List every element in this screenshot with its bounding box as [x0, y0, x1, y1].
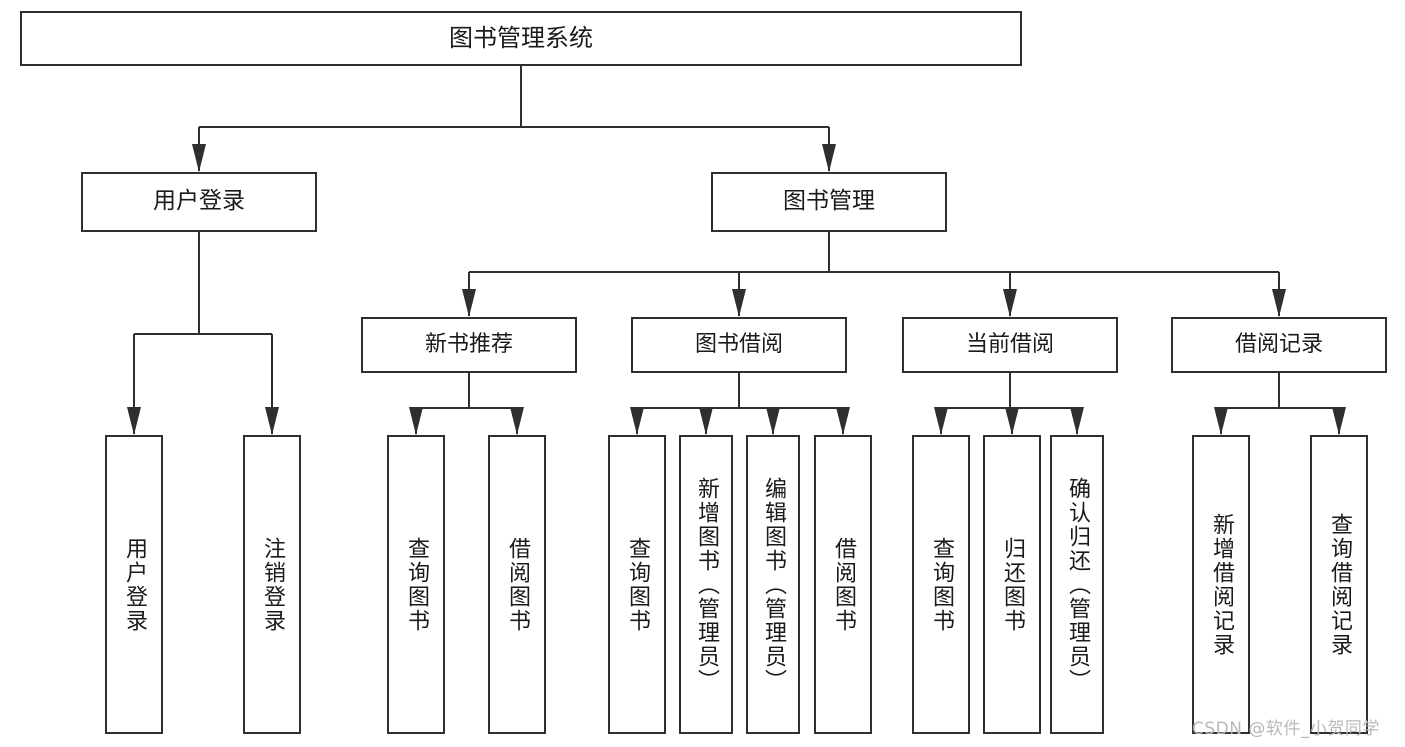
node-user-login: 用户登录 — [81, 172, 317, 232]
node-leaf-rec-query: 查询图书 — [387, 435, 445, 734]
node-label-user-login: 用户登录 — [153, 188, 245, 215]
node-label-book-borrow: 图书借阅 — [694, 332, 783, 358]
node-label-leaf-cb-confirm: 确认归还（管理员） — [1064, 476, 1090, 693]
node-leaf-user-logout: 注销登录 — [243, 435, 301, 734]
node-label-current-borrow: 当前借阅 — [965, 332, 1054, 358]
node-label-root: 图书管理系统 — [449, 24, 593, 53]
node-borrow-record: 借阅记录 — [1171, 317, 1387, 373]
node-leaf-cb-return: 归还图书 — [983, 435, 1041, 734]
node-label-leaf-bb-borrow: 借阅图书 — [830, 536, 856, 633]
node-label-leaf-rec-borrow: 借阅图书 — [504, 536, 530, 633]
node-label-book-manage: 图书管理 — [783, 188, 875, 215]
node-label-leaf-cb-return: 归还图书 — [999, 536, 1025, 633]
node-new-book-rec: 新书推荐 — [361, 317, 577, 373]
node-leaf-user-login: 用户登录 — [105, 435, 163, 734]
node-label-leaf-user-login: 用户登录 — [121, 536, 147, 633]
node-book-manage: 图书管理 — [711, 172, 947, 232]
watermark-label: CSDN @软件_小贺同学 — [1192, 719, 1380, 739]
node-label-leaf-br-query: 查询借阅记录 — [1326, 512, 1352, 657]
node-label-leaf-bb-edit: 编辑图书（管理员） — [760, 476, 786, 693]
node-leaf-bb-query: 查询图书 — [608, 435, 666, 734]
node-label-leaf-cb-query: 查询图书 — [928, 536, 954, 633]
node-label-leaf-user-logout: 注销登录 — [259, 536, 285, 633]
node-leaf-bb-borrow: 借阅图书 — [814, 435, 872, 734]
node-leaf-br-add: 新增借阅记录 — [1192, 435, 1250, 734]
node-book-borrow: 图书借阅 — [631, 317, 847, 373]
node-leaf-bb-add: 新增图书（管理员） — [679, 435, 733, 734]
node-label-leaf-bb-add: 新增图书（管理员） — [693, 476, 719, 693]
node-root: 图书管理系统 — [20, 11, 1022, 66]
node-leaf-br-query: 查询借阅记录 — [1310, 435, 1368, 734]
node-label-leaf-br-add: 新增借阅记录 — [1208, 512, 1234, 657]
node-leaf-cb-confirm: 确认归还（管理员） — [1050, 435, 1104, 734]
node-leaf-cb-query: 查询图书 — [912, 435, 970, 734]
node-label-leaf-rec-query: 查询图书 — [403, 536, 429, 633]
node-current-borrow: 当前借阅 — [902, 317, 1118, 373]
node-label-leaf-bb-query: 查询图书 — [624, 536, 650, 633]
node-leaf-rec-borrow: 借阅图书 — [488, 435, 546, 734]
node-label-borrow-record: 借阅记录 — [1234, 332, 1323, 358]
node-leaf-bb-edit: 编辑图书（管理员） — [746, 435, 800, 734]
node-label-new-book-rec: 新书推荐 — [424, 332, 513, 358]
